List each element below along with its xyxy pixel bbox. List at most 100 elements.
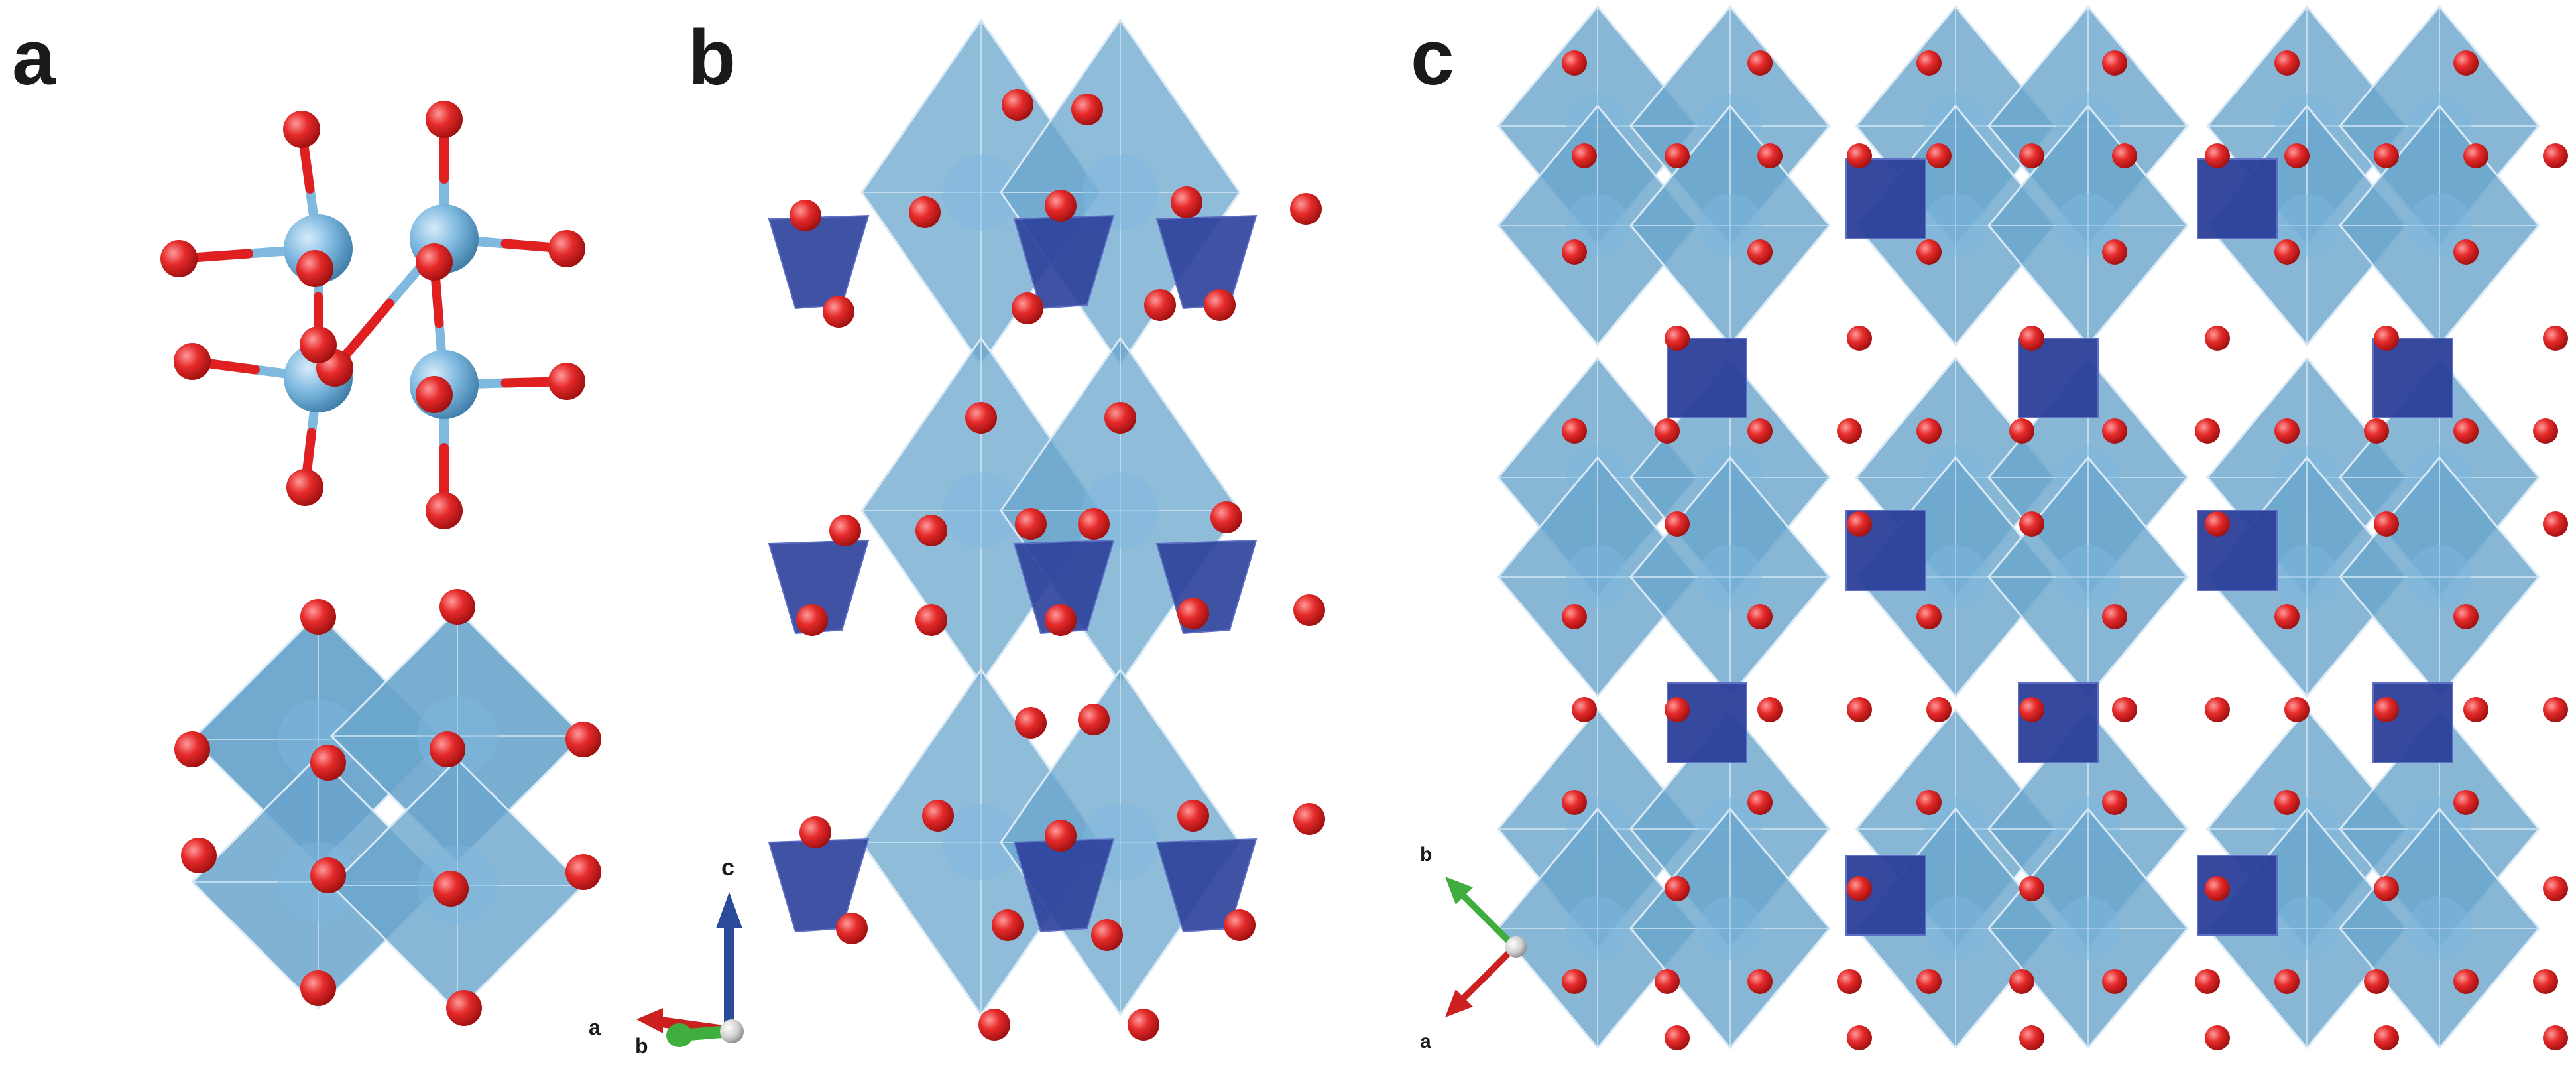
metal-center (2408, 545, 2471, 609)
oxygen-atom (1144, 289, 1176, 321)
metal-center (1698, 545, 1762, 609)
oxygen-atom (416, 376, 453, 413)
oxygen-atom (2543, 511, 2568, 537)
oxygen-atom (310, 745, 346, 781)
oxygen-atom (2453, 239, 2479, 265)
oxygen-atom (2102, 418, 2127, 444)
metal-center (1924, 545, 1987, 609)
oxygen-atom (2205, 511, 2230, 537)
panel-label-c: c (1411, 14, 1454, 101)
oxygen-atom (2463, 143, 2488, 168)
oxygen-atom (1562, 790, 1587, 815)
oxygen-atom (1562, 418, 1587, 444)
tetrahedron (1667, 338, 1747, 418)
axis-label-a-c: a (1420, 1031, 1431, 1052)
oxygen-atom (2374, 143, 2399, 168)
oxygen-atom (2543, 143, 2568, 168)
oxygen-atom (1655, 418, 1680, 444)
oxygen-atom (796, 604, 828, 636)
oxygen-atom (426, 492, 463, 529)
oxygen-atom (1655, 969, 1680, 994)
oxygen-atom (2453, 969, 2479, 994)
oxygen-atom (1045, 604, 1077, 636)
axis-b-arrowhead-c (1445, 877, 1473, 905)
oxygen-atom (2274, 418, 2300, 444)
tetrahedron (1013, 838, 1115, 933)
oxygen-atom (548, 363, 585, 400)
oxygen-atom (1916, 418, 1942, 444)
oxygen-atom (992, 909, 1024, 941)
metal-center (2408, 194, 2471, 257)
oxygen-atom (2453, 418, 2479, 444)
panel-c-top-view (1497, 5, 2568, 1050)
tetrahedron (2018, 338, 2099, 418)
oxygen-atom (2463, 697, 2488, 722)
oxygen-atom (1562, 604, 1587, 629)
tetrahedron (768, 214, 870, 310)
oxygen-atom (1177, 800, 1209, 832)
oxygen-atom (1757, 697, 1783, 722)
oxygen-atom (300, 970, 336, 1006)
oxygen-atom (1210, 501, 1242, 533)
oxygen-atom (1572, 143, 1597, 168)
oxygen-atom (1665, 143, 1690, 168)
oxygen-atom (909, 196, 941, 228)
oxygen-atom (2019, 876, 2044, 901)
metal-center (2408, 897, 2471, 960)
oxygen-atom (2112, 143, 2137, 168)
oxygen-atom (174, 343, 211, 380)
oxygen-atom (2364, 969, 2389, 994)
metal-center (1698, 194, 1762, 257)
panel-a-polyhedra (174, 589, 601, 1026)
oxygen-atom (310, 857, 346, 893)
axis-a-arrowhead-c (1445, 989, 1473, 1017)
oxygen-atom (1665, 876, 1690, 901)
metal-center (943, 154, 1020, 231)
axis-a-arrowhead (636, 1008, 663, 1033)
oxygen-atom (2019, 326, 2044, 351)
tetrahedron (1667, 682, 1747, 763)
metal-center (1566, 545, 1629, 609)
tetrahedron (2197, 158, 2278, 239)
oxygen-atom (2019, 511, 2044, 537)
axis-a-arrow-c (1459, 944, 1517, 1003)
oxygen-atom (1015, 508, 1047, 540)
axis-b-arrowhead (666, 1023, 693, 1047)
oxygen-atom (181, 838, 217, 873)
oxygen-atom (565, 854, 601, 890)
oxygen-atom (823, 296, 854, 328)
oxygen-atom (799, 816, 831, 848)
oxygen-atom (2374, 511, 2399, 537)
oxygen-atom (2019, 1025, 2044, 1050)
oxygen-atom (2374, 876, 2399, 901)
oxygen-atom (1847, 326, 1872, 351)
oxygen-atom (433, 871, 469, 907)
oxygen-atom (1916, 604, 1942, 629)
oxygen-atom (2374, 697, 2399, 722)
oxygen-atom (2274, 790, 2300, 815)
oxygen-atom (1916, 969, 1942, 994)
oxygen-atom (300, 599, 336, 635)
axes-triad-c: b a (1420, 844, 1527, 1052)
oxygen-atom (2533, 418, 2558, 444)
oxygen-atom (1204, 289, 1236, 321)
oxygen-atom (1916, 239, 1942, 265)
oxygen-atom (2205, 326, 2230, 351)
metal-center (2056, 897, 2120, 960)
oxygen-atom (1078, 704, 1110, 735)
oxygen-atom (416, 243, 453, 281)
metal-center (2056, 194, 2120, 257)
oxygen-atom (1012, 292, 1043, 324)
oxygen-atom (2364, 418, 2389, 444)
oxygen-atom (915, 604, 947, 636)
tetrahedron (2018, 682, 2099, 763)
metal-center (1566, 194, 1629, 257)
oxygen-atom (1747, 50, 1773, 76)
oxygen-atom (2284, 143, 2310, 168)
oxygen-atom (2274, 604, 2300, 629)
oxygen-atom (790, 200, 821, 231)
oxygen-atom (2543, 1025, 2568, 1050)
metal-center (2275, 897, 2339, 960)
panel-b-side-view (768, 18, 1325, 1041)
